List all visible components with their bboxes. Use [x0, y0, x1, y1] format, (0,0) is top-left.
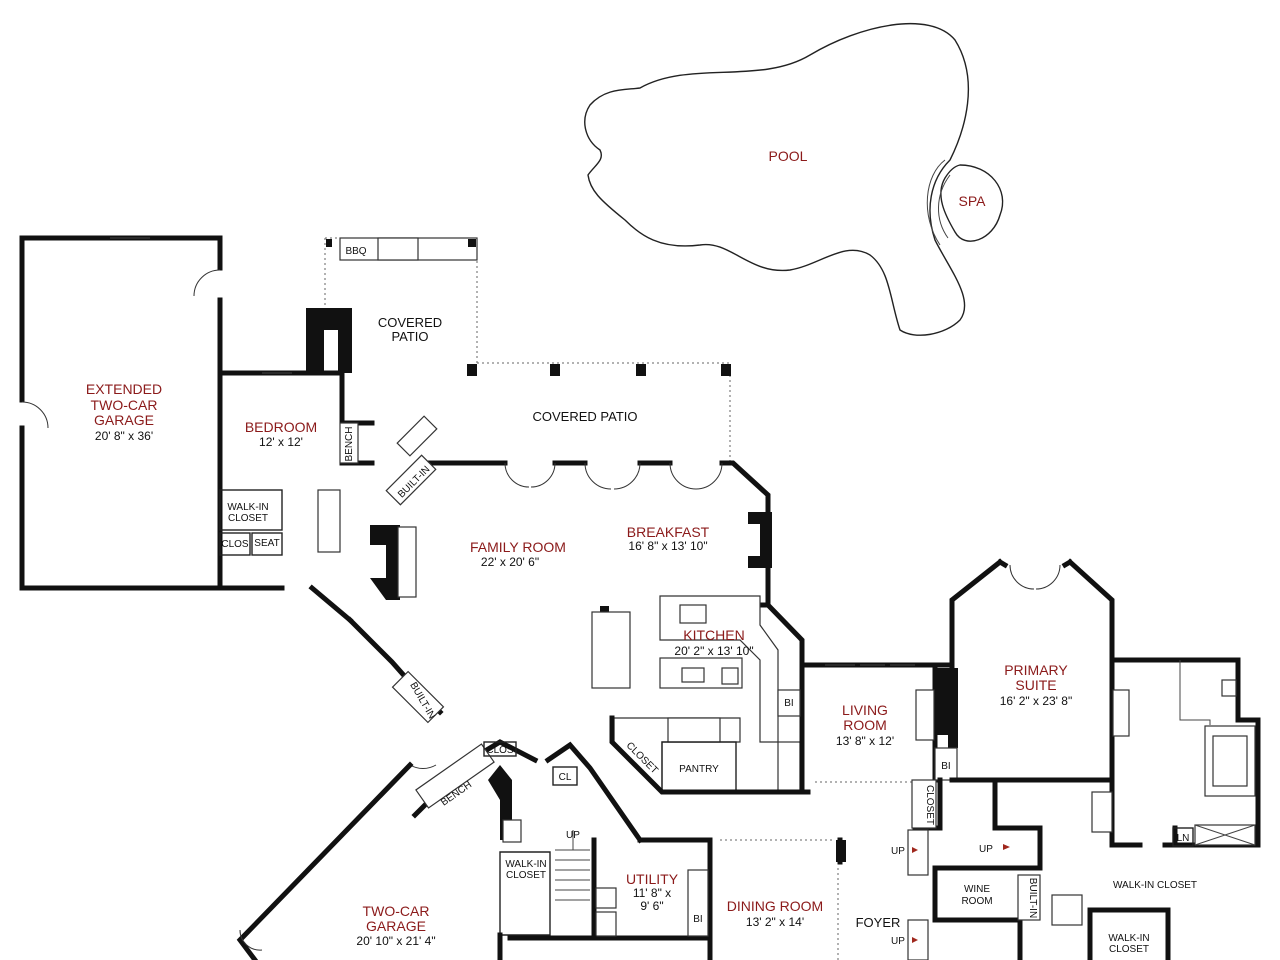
- up-label-3: UP: [891, 936, 905, 947]
- cl-label: CL: [559, 772, 572, 783]
- living-room-dim: 13' 8" x 12': [836, 734, 894, 748]
- foyer-label: FOYER: [856, 915, 901, 930]
- primary-suite-line1: PRIMARY: [1004, 662, 1068, 678]
- family-room-dim: 22' x 20' 6": [481, 555, 539, 569]
- walk-in-closet-primary-label: WALK-IN CLOSET: [1113, 880, 1197, 891]
- bi-label-3: BI: [693, 914, 702, 925]
- bedroom-walls: [217, 370, 375, 624]
- two-car-garage-line2: GARAGE: [366, 918, 426, 934]
- utility-label: UTILITY: [626, 871, 679, 887]
- covered-patio-upper-line2: PATIO: [391, 329, 428, 344]
- bi-label-1: BI: [784, 698, 793, 709]
- two-car-garage-line1: TWO-CAR: [363, 903, 430, 919]
- dining-room-label: DINING ROOM: [727, 898, 823, 914]
- walk-in-closet-bed-line2: CLOSET: [228, 513, 268, 524]
- wine-room-line2: ROOM: [961, 896, 992, 907]
- walk-in-closet-lower-line1: WALK-IN: [1108, 933, 1149, 944]
- spa-label: SPA: [959, 193, 987, 209]
- bench-label-1: BENCH: [344, 426, 355, 461]
- covered-patio-lower-label: COVERED PATIO: [533, 409, 638, 424]
- utility-dim2: 9' 6": [640, 899, 663, 913]
- extended-garage-walls: [19, 235, 223, 591]
- living-room-line1: LIVING: [842, 702, 888, 718]
- kitchen-label: KITCHEN: [683, 627, 744, 643]
- seat-label: SEAT: [254, 538, 279, 549]
- ln-label: LN: [1177, 833, 1190, 844]
- extended-garage-line1: EXTENDED: [86, 381, 162, 397]
- walk-in-closet-util-line2: CLOSET: [506, 870, 546, 881]
- up-label-1: UP: [891, 846, 905, 857]
- pantry-label: PANTRY: [679, 764, 719, 775]
- two-car-garage-dim: 20' 10" x 21' 4": [356, 934, 435, 948]
- extended-garage-line3: GARAGE: [94, 412, 154, 428]
- wine-room-line1: WINE: [964, 884, 990, 895]
- pool-label: POOL: [769, 148, 808, 164]
- primary-suite-line2: SUITE: [1015, 677, 1056, 693]
- walk-in-closet-bed-line1: WALK-IN: [227, 502, 268, 513]
- closet-label-foyer: CLOSET: [924, 785, 935, 825]
- family-room-label: FAMILY ROOM: [470, 539, 566, 555]
- walk-in-closet-lower-line2: CLOSET: [1109, 944, 1149, 955]
- bbq-label: BBQ: [345, 246, 366, 257]
- bedroom-label: BEDROOM: [245, 419, 317, 435]
- primary-suite-walls: [949, 558, 1261, 848]
- up-label-4: UP: [566, 830, 580, 841]
- bi-label-2: BI: [941, 761, 950, 772]
- extended-garage-line2: TWO-CAR: [91, 397, 158, 413]
- bedroom-dim: 12' x 12': [259, 435, 303, 449]
- extended-garage-dim: 20' 8" x 36': [95, 429, 153, 443]
- utility-dim1: 11' 8" x: [633, 886, 671, 900]
- kitchen-dim: 20' 2" x 13' 10": [674, 644, 753, 658]
- breakfast-label: BREAKFAST: [627, 524, 710, 540]
- dining-room-dim: 13' 2" x 14': [746, 915, 804, 929]
- clos-label-2: CLOS: [486, 745, 514, 756]
- built-in-label-3: BUILT-IN: [1027, 878, 1038, 918]
- walk-in-closet-util-line1: WALK-IN: [505, 859, 546, 870]
- living-room-line2: ROOM: [843, 717, 887, 733]
- spa-outline: [940, 164, 1004, 242]
- primary-suite-dim: 16' 2" x 23' 8": [1000, 694, 1072, 708]
- pool-outline: [584, 22, 970, 336]
- up-label-2: UP: [979, 844, 993, 855]
- two-car-garage-walls: [236, 761, 597, 960]
- breakfast-dim: 16' 8" x 13' 10": [628, 539, 707, 553]
- clos-label-1: CLOS: [221, 539, 249, 550]
- covered-patio-upper-line1: COVERED: [378, 315, 442, 330]
